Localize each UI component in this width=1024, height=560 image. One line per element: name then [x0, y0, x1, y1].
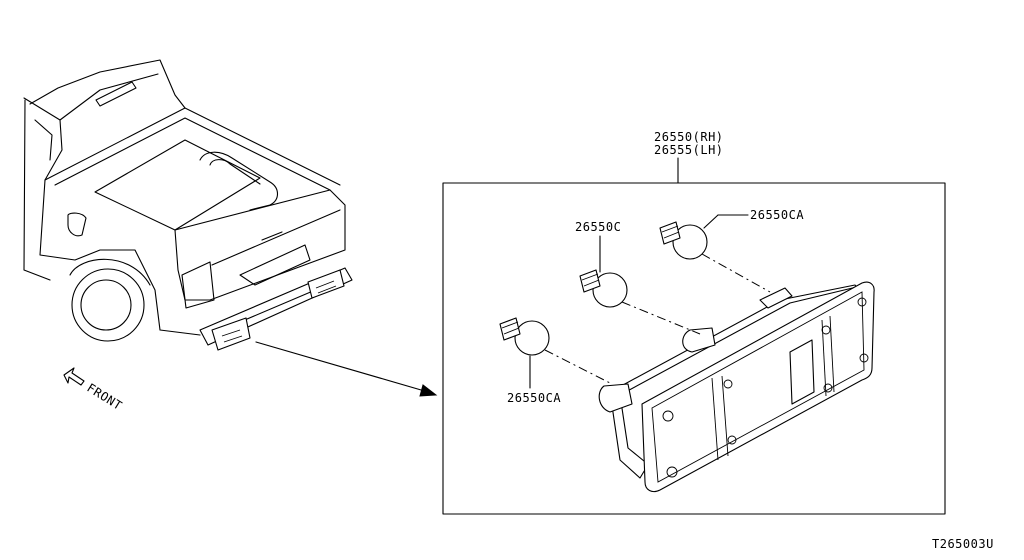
front-label: FRONT [84, 381, 124, 413]
front-arrow-icon [63, 367, 85, 386]
pointer-arrow [255, 341, 438, 397]
assembly-lh-label: 26555(LH) [654, 143, 724, 157]
rear-combination-lamp [598, 281, 875, 493]
installation-guide-lines [544, 253, 771, 385]
bulb-c-label: 26550C [575, 220, 621, 234]
bulb-26550ca-bottom [499, 317, 550, 356]
bulb-26550c [579, 269, 628, 308]
diagram-code: T265003U [932, 537, 994, 551]
detail-frame [442, 182, 946, 515]
bulb-ca-top-label: 26550CA [750, 208, 804, 222]
truck-rear-illustration [23, 59, 353, 351]
bulb-ca-bottom-label: 26550CA [507, 391, 561, 405]
front-direction-indicator: FRONT [63, 367, 125, 413]
bulb-26550ca-top [659, 221, 708, 260]
assembly-rh-label: 26550(RH) [654, 130, 724, 144]
